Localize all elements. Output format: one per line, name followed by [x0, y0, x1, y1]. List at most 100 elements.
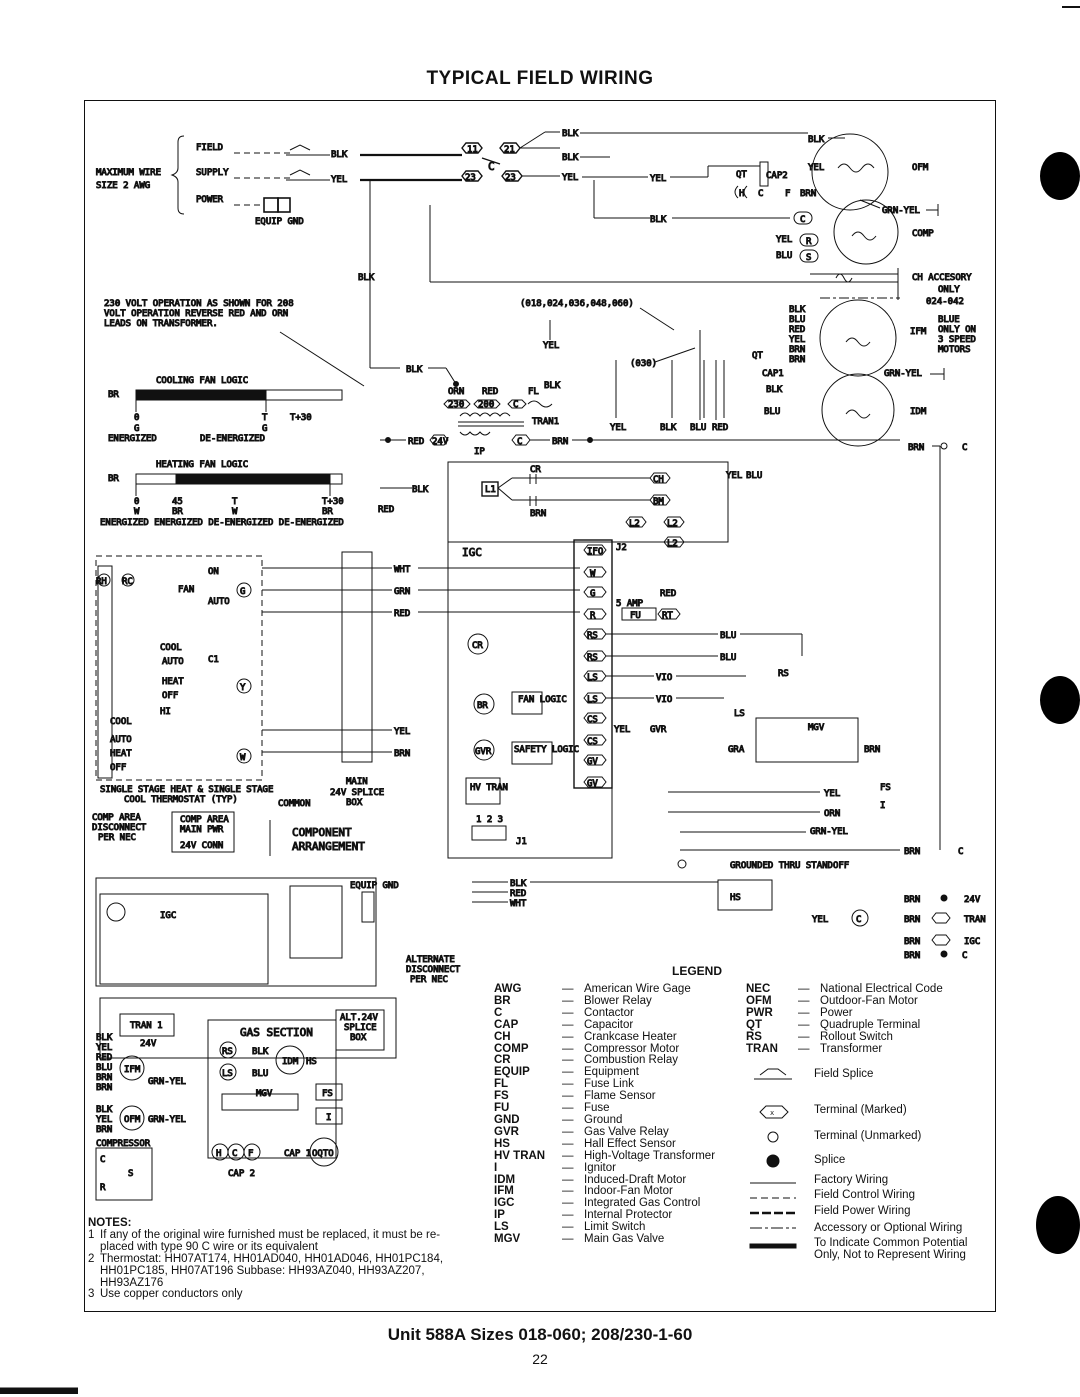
legend-dash: —: [798, 1006, 810, 1019]
svg-text:FL: FL: [528, 387, 539, 397]
legend-desc: Contactor: [584, 1006, 634, 1019]
svg-text:AUTO: AUTO: [162, 657, 184, 667]
legend-dash: —: [562, 1102, 574, 1115]
svg-text:0: 0: [134, 497, 139, 507]
svg-text:BLK: BLK: [766, 385, 783, 395]
max-wire-label: MAXIMUM WIRE: [96, 168, 161, 178]
svg-text:YEL: YEL: [726, 471, 742, 481]
svg-text:BRN: BRN: [864, 745, 880, 755]
legend-row: IFM—Indoor-Fan Motor: [494, 1186, 715, 1198]
ch-accessory-wiring: BLK CH ACCESORY ONLY 024-042: [358, 180, 973, 308]
legend-dash: —: [562, 1233, 574, 1246]
svg-text:BLK: BLK: [406, 365, 423, 375]
legend-desc: National Electrical Code: [820, 983, 943, 995]
svg-text:200: 200: [478, 400, 494, 410]
svg-text:YEL: YEL: [96, 1115, 112, 1125]
svg-text:I: I: [880, 801, 885, 811]
svg-text:ONLY ON: ONLY ON: [938, 325, 976, 335]
svg-text:FS: FS: [880, 783, 891, 793]
corner-mark: [1062, 6, 1080, 8]
legend-abbr: BR: [494, 994, 511, 1007]
svg-text:CS: CS: [587, 737, 598, 747]
legend-abbr: FU: [494, 1102, 510, 1115]
legend-dash: —: [562, 1149, 574, 1162]
legend-abbr: COMP: [494, 1042, 529, 1055]
note-item: 3 Use copper conductors only: [88, 1288, 243, 1301]
svg-text:FU: FU: [630, 611, 641, 621]
legend-dash: —: [562, 1185, 574, 1198]
legend-desc: Fuse Link: [584, 1078, 634, 1091]
legend-abbr: IP: [494, 1209, 505, 1222]
svg-text:COMP AREA: COMP AREA: [180, 815, 229, 825]
svg-text:TRAN 1: TRAN 1: [130, 1021, 163, 1031]
svg-text:PER NEC: PER NEC: [410, 975, 448, 985]
legend-desc: Transformer: [820, 1042, 883, 1055]
legend-desc: Integrated Gas Control: [584, 1197, 701, 1210]
svg-text:(030): (030): [630, 359, 657, 369]
svg-text:CR: CR: [530, 465, 541, 475]
svg-text:BLK: BLK: [544, 381, 561, 391]
svg-text:GRN: GRN: [394, 587, 410, 597]
ofm-label: OFM: [912, 163, 929, 173]
svg-text:C: C: [962, 443, 967, 453]
svg-text:CAP 1: CAP 1: [284, 1149, 311, 1159]
main-splice-box: WHT GRN RED YEL BRN MAIN 24V SPLICE BOX …: [262, 551, 580, 810]
legend-desc: American Wire Gage: [584, 983, 691, 995]
svg-text:23: 23: [505, 173, 516, 183]
svg-text:COOL THERMOSTAT (TYP): COOL THERMOSTAT (TYP): [124, 795, 238, 805]
legend-dash: —: [562, 1113, 574, 1126]
svg-text:BRN: BRN: [96, 1125, 112, 1135]
svg-text:HV TRAN: HV TRAN: [470, 783, 508, 793]
field-splice-icon: [286, 169, 314, 181]
svg-text:HS: HS: [730, 893, 741, 903]
legend-row: COMP—Compressor Motor: [494, 1042, 715, 1056]
legend-row: PWR—Power: [746, 1006, 943, 1020]
svg-text:IFM: IFM: [124, 1065, 141, 1075]
legend-dash: —: [562, 1054, 574, 1067]
svg-text:24V: 24V: [432, 437, 449, 447]
legend-row: OFM—Outdoor-Fan Motor: [746, 995, 943, 1008]
svg-text:YEL: YEL: [614, 725, 630, 735]
legend-desc: Capacitor: [584, 1018, 634, 1031]
legend-row: FU—Fuse: [494, 1102, 715, 1115]
svg-text:VIO: VIO: [656, 695, 672, 705]
svg-text:F: F: [785, 189, 790, 199]
svg-text:BLK: BLK: [808, 135, 825, 145]
component-layout: IGC EQUIP GND ALTERNATE DISCONNECT PER N…: [95, 877, 461, 1201]
svg-text:SINGLE STAGE HEAT & SINGLE STA: SINGLE STAGE HEAT & SINGLE STAGE: [100, 785, 273, 795]
unit-caption: Unit 588A Sizes 018-060; 208/230-1-60: [387, 1325, 693, 1344]
svg-text:DE-ENERGIZED: DE-ENERGIZED: [200, 434, 265, 444]
svg-text:COOL: COOL: [110, 717, 132, 727]
svg-text:YEL: YEL: [808, 163, 824, 173]
legend-abbr: NEC: [746, 983, 771, 995]
svg-text:HEAT: HEAT: [162, 677, 184, 687]
svg-text:AUTO: AUTO: [110, 735, 132, 745]
svg-text:ENERGIZED ENERGIZED DE-ENERGIZ: ENERGIZED ENERGIZED DE-ENERGIZED DE-ENER…: [100, 518, 344, 528]
svg-text:RS: RS: [587, 631, 598, 641]
svg-text:I: I: [326, 1113, 331, 1123]
corner-mark: [0, 1372, 78, 1394]
voltage-note: 230 VOLT OPERATION AS SHOWN FOR 208 VOLT…: [104, 299, 365, 387]
svg-text:1 2 3: 1 2 3: [476, 815, 503, 825]
legend-row: C—Contactor: [494, 1006, 715, 1020]
svg-text:MAIN: MAIN: [346, 777, 368, 787]
legend-desc: Crankcase Heater: [584, 1030, 677, 1043]
svg-text:ORN: ORN: [448, 387, 464, 397]
svg-text:TRAN1: TRAN1: [532, 417, 559, 427]
svg-text:BRN: BRN: [96, 1083, 112, 1093]
svg-text:S: S: [806, 253, 811, 263]
svg-text:MAIN PWR: MAIN PWR: [180, 825, 224, 835]
legend-row: LS—Limit Switch: [494, 1221, 715, 1234]
svg-text:RED: RED: [394, 609, 410, 619]
svg-text:LS: LS: [587, 673, 598, 683]
svg-text:Y: Y: [240, 683, 246, 693]
svg-text:ALT.24V: ALT.24V: [340, 1013, 379, 1023]
svg-text:COMPONENT: COMPONENT: [292, 826, 352, 839]
legend-row: HV TRAN—High-Voltage Transformer: [494, 1149, 715, 1163]
svg-text:GVR: GVR: [475, 747, 492, 757]
svg-text:CAP 2: CAP 2: [228, 1169, 255, 1179]
legend-dash: —: [562, 1018, 574, 1031]
legend-row: IP—Internal Protector: [494, 1209, 715, 1222]
